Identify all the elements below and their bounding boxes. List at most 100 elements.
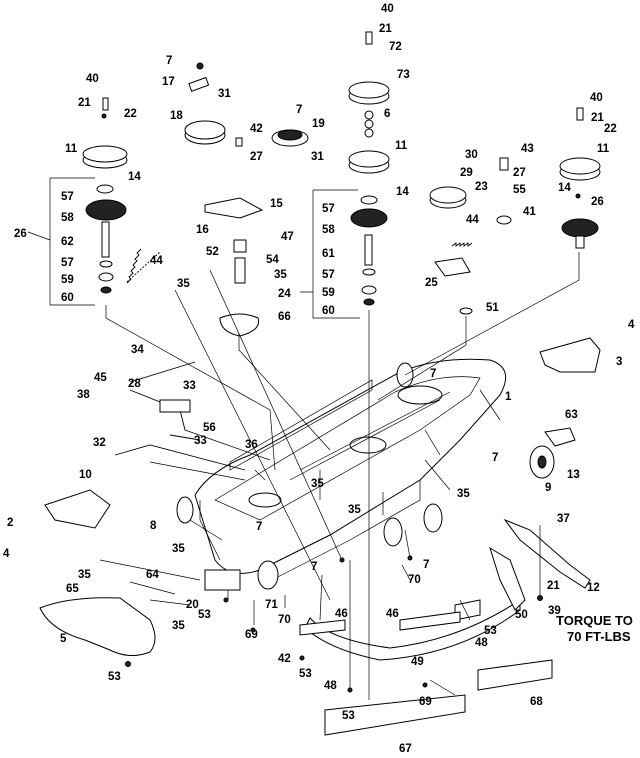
callout-56: 56 [203, 422, 216, 434]
callout-65: 65 [66, 583, 79, 595]
callout-43: 43 [521, 143, 534, 155]
callout-17: 17 [162, 76, 175, 88]
callout-39: 39 [548, 605, 561, 617]
callout-58: 58 [322, 224, 335, 236]
callout-53: 53 [342, 710, 355, 722]
callout-59: 59 [322, 287, 335, 299]
lift-arms [114, 361, 246, 591]
center-spindle-assembly [348, 31, 390, 306]
callout-10: 10 [79, 469, 92, 481]
callout-21: 21 [78, 97, 91, 109]
blade-bracket-13 [544, 427, 576, 447]
callout-21: 21 [591, 112, 604, 124]
callout-25: 25 [425, 277, 438, 289]
callout-53: 53 [484, 625, 497, 637]
callout-57: 57 [61, 191, 74, 203]
callout-9: 9 [545, 482, 551, 494]
callout-50: 50 [515, 609, 528, 621]
callout-60: 60 [61, 292, 74, 304]
callout-35: 35 [274, 269, 287, 281]
callout-59: 59 [61, 274, 74, 286]
callout-21: 21 [379, 23, 392, 35]
callout-27: 27 [250, 151, 263, 163]
callout-42: 42 [250, 123, 263, 135]
callout-42: 42 [278, 653, 291, 665]
callout-46: 46 [386, 608, 399, 620]
torque-note-line1: TORQUE TO [556, 613, 633, 628]
callout-7: 7 [423, 559, 429, 571]
callout-12: 12 [587, 582, 600, 594]
callout-11: 11 [65, 143, 78, 155]
callout-44: 44 [466, 214, 479, 226]
callout-7: 7 [166, 55, 172, 67]
callout-21: 21 [547, 580, 560, 592]
callout-40: 40 [590, 92, 603, 104]
callout-63: 63 [565, 409, 578, 421]
callout-73: 73 [397, 69, 410, 81]
callout-26: 26 [591, 196, 604, 208]
callout-5: 5 [60, 633, 67, 645]
callout-64: 64 [146, 569, 159, 581]
callout-53: 53 [108, 671, 121, 683]
callout-70: 70 [408, 574, 421, 586]
callout-1: 1 [505, 391, 512, 403]
callout-57: 57 [61, 257, 74, 269]
callout-45: 45 [94, 372, 107, 384]
callout-20: 20 [186, 599, 199, 611]
callout-49: 49 [411, 656, 424, 668]
spring-right [451, 242, 473, 247]
callout-46: 46 [335, 608, 348, 620]
callout-62: 62 [61, 236, 74, 248]
callout-29: 29 [460, 167, 473, 179]
callout-48: 48 [475, 637, 488, 649]
callout-35: 35 [177, 278, 190, 290]
callout-57: 57 [322, 269, 335, 281]
callout-68: 68 [530, 696, 543, 708]
callout-6: 6 [384, 108, 390, 120]
hardware-points [125, 555, 543, 693]
callout-11: 11 [395, 140, 408, 152]
callout-35: 35 [78, 569, 91, 581]
callout-7: 7 [311, 561, 317, 573]
callout-14: 14 [396, 186, 409, 198]
callout-35: 35 [172, 543, 185, 555]
callout-31: 31 [218, 88, 231, 100]
callout-40: 40 [86, 73, 99, 85]
callout-27: 27 [513, 167, 526, 179]
baffles [299, 546, 553, 736]
callout-22: 22 [124, 108, 137, 120]
callout-36: 36 [245, 439, 258, 451]
right-spindle-assembly [559, 107, 601, 249]
callout-52: 52 [206, 246, 219, 258]
callout-30: 30 [465, 149, 478, 161]
callout-53: 53 [198, 609, 211, 621]
callout-57: 57 [322, 203, 335, 215]
callout-19: 19 [312, 118, 325, 130]
callout-33: 33 [194, 435, 207, 447]
callout-23: 23 [475, 181, 488, 193]
spring-left [126, 248, 142, 284]
callout-55: 55 [513, 184, 526, 196]
covers [39, 337, 601, 656]
callout-32: 32 [93, 437, 106, 449]
callout-48: 48 [324, 680, 337, 692]
callout-22: 22 [604, 123, 617, 135]
callout-26: 26 [14, 228, 27, 240]
callout-38: 38 [77, 389, 90, 401]
callout-69: 69 [245, 629, 258, 641]
callout-3: 3 [616, 356, 622, 368]
callout-7: 7 [492, 452, 498, 464]
callout-18: 18 [170, 110, 183, 122]
callout-14: 14 [558, 182, 571, 194]
callout-66: 66 [278, 311, 291, 323]
callout-28: 28 [128, 378, 141, 390]
callout-13: 13 [567, 469, 580, 481]
callout-7: 7 [430, 368, 436, 380]
callout-8: 8 [150, 520, 157, 532]
callout-11: 11 [597, 143, 610, 155]
callout-31: 31 [311, 151, 324, 163]
callout-60: 60 [322, 305, 335, 317]
callout-41: 41 [523, 206, 536, 218]
blade [503, 518, 591, 589]
